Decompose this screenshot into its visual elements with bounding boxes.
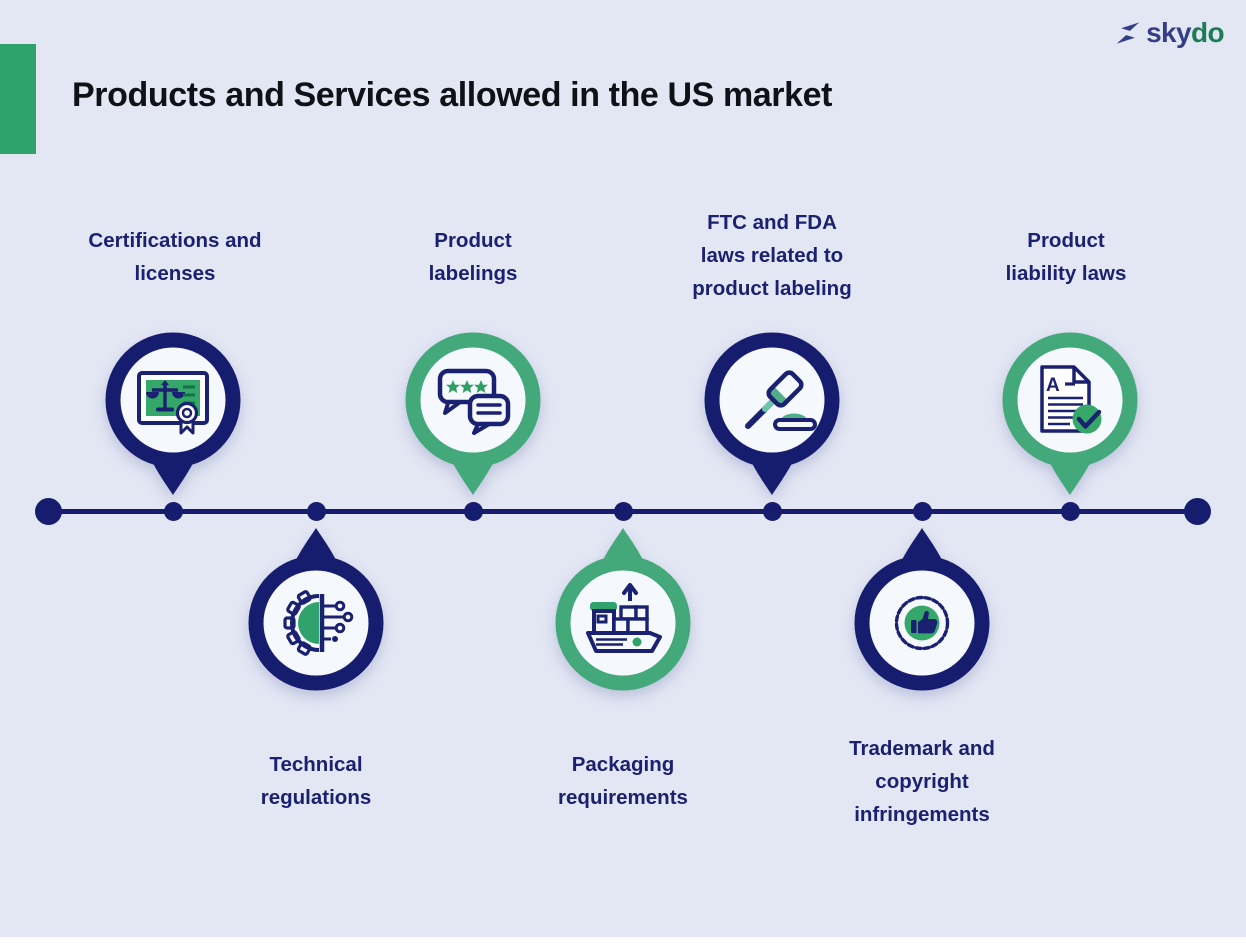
page-title: Products and Services allowed in the US … [72, 76, 833, 114]
left-accent-bar [0, 44, 36, 154]
label-product-labelings: Product labelings [429, 224, 518, 290]
label-line: Technical [269, 753, 363, 776]
timeline-dot [763, 502, 782, 521]
logo-text-sky: sky [1146, 17, 1192, 48]
pin-product-liability-laws: A [995, 325, 1145, 503]
pin-trademark-copyright [847, 520, 997, 698]
timeline-dot [164, 502, 183, 521]
thumbs-up-badge-icon [854, 528, 990, 691]
label-technical-regulations: Technical regulations [261, 748, 372, 814]
label-line: Packaging [571, 753, 675, 776]
label-line: Product [434, 229, 512, 252]
label-line: labelings [428, 262, 518, 285]
label-line: licenses [134, 262, 216, 285]
label-certifications-licenses: Certifications and licenses [88, 224, 261, 290]
label-line: Trademark and [849, 737, 995, 760]
timeline-dot [913, 502, 932, 521]
certificate-scales-icon [105, 332, 241, 495]
logo-text: skydo [1146, 17, 1225, 48]
label-line: infringements [854, 803, 990, 826]
timeline-endpoint-dot-right [1184, 498, 1211, 525]
gear-circuit-icon [248, 528, 384, 691]
skydo-swoosh-icon [1116, 22, 1140, 44]
label-line: liability laws [1005, 262, 1127, 285]
label-line: Product [1027, 229, 1105, 252]
label-line: copyright [875, 770, 969, 793]
review-bubbles-icon [405, 332, 541, 495]
label-product-liability-laws: Product liability laws [1006, 224, 1127, 290]
timeline-dot [614, 502, 633, 521]
timeline-dot [307, 502, 326, 521]
pin-certifications-licenses [98, 325, 248, 503]
document-check-icon: A [1002, 332, 1138, 495]
gavel-icon [704, 332, 840, 495]
logo-text-do: do [1190, 17, 1225, 48]
pin-technical-regulations [241, 520, 391, 698]
label-line: regulations [260, 786, 372, 809]
label-ftc-fda-laws: FTC and FDA laws related to product labe… [692, 206, 851, 305]
label-line: Certifications and [88, 229, 262, 252]
pin-packaging-requirements [548, 520, 698, 698]
timeline-dot [1061, 502, 1080, 521]
timeline-endpoint-dot-left [35, 498, 62, 525]
pin-product-labelings [398, 325, 548, 503]
cargo-ship-icon [555, 528, 691, 691]
bottom-edge-strip [0, 937, 1246, 943]
label-line: laws related to [700, 244, 844, 267]
label-line: FTC and FDA [707, 211, 837, 234]
label-packaging-requirements: Packaging requirements [558, 748, 688, 814]
skydo-logo: skydo [1113, 17, 1225, 48]
label-line: product labeling [692, 277, 852, 300]
svg-text:A: A [1046, 375, 1060, 396]
label-trademark-copyright: Trademark and copyright infringements [849, 732, 995, 831]
label-line: requirements [558, 786, 688, 809]
timeline-dot [464, 502, 483, 521]
pin-ftc-fda-laws [697, 325, 847, 503]
